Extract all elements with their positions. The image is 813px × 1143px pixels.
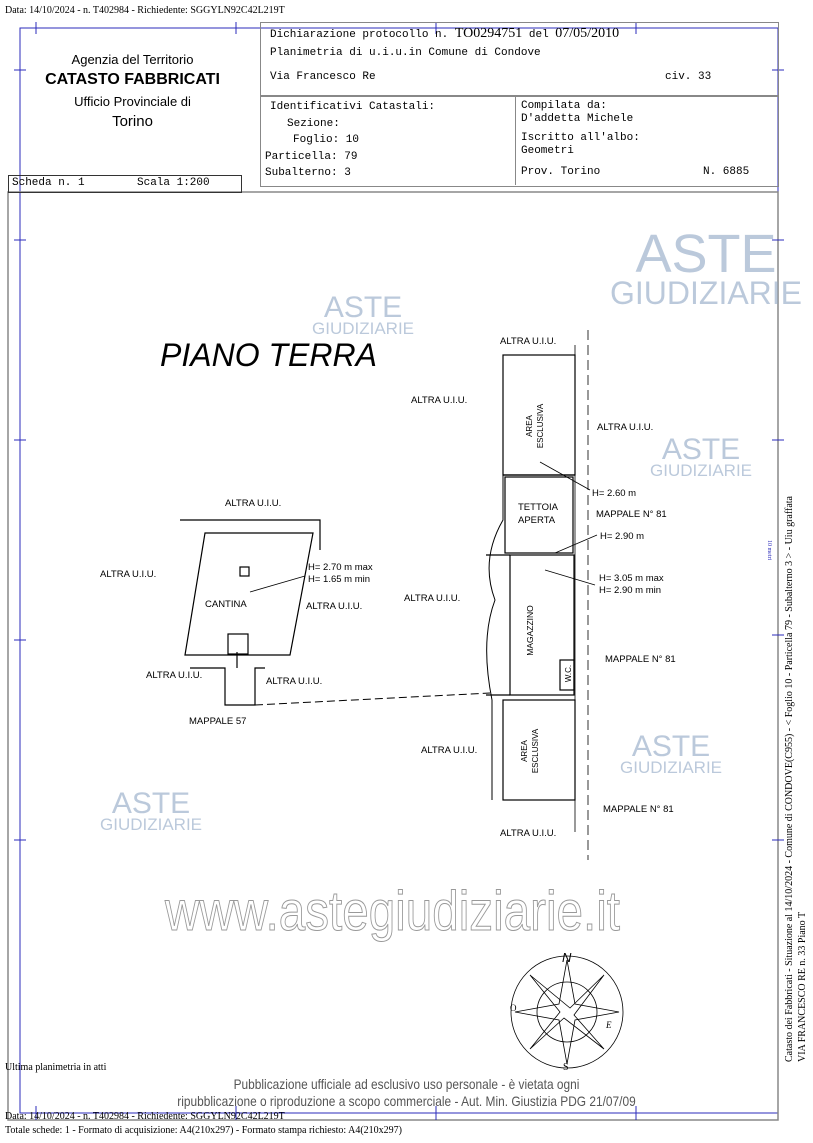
- del-label: del: [528, 29, 549, 41]
- label-area-esclusiva: AREA ESCLUSIVA: [525, 403, 545, 449]
- compass-north: N: [562, 950, 572, 965]
- height-cantina-min: H= 1.65 m min: [308, 574, 371, 585]
- watermark-giudiziarie: GIUDIZIARIE: [312, 319, 415, 338]
- particella: Particella: 79: [265, 151, 358, 163]
- scale-bar-label: 10 metri: [766, 540, 772, 561]
- label-altra-uiu: ALTRA U.I.U.: [146, 670, 203, 681]
- divider: [515, 96, 516, 185]
- office-label: Ufficio Provinciale di: [74, 94, 191, 109]
- iscritto-value: Geometri: [521, 145, 574, 157]
- label-altra-uiu: ALTRA U.I.U.: [266, 676, 323, 687]
- label-mappale-57: MAPPALE 57: [189, 716, 247, 727]
- watermark-notice-1: Pubblicazione ufficiale ad esclusivo uso…: [233, 1076, 580, 1092]
- label-tettoia: TETTOIA: [518, 502, 558, 513]
- catasto-title: CATASTO FABBRICATI: [45, 71, 220, 88]
- scheda-box: [8, 175, 242, 193]
- province: Prov. Torino: [521, 166, 601, 178]
- compass-rose-icon: [510, 955, 624, 1069]
- label-altra-uiu: ALTRA U.I.U.: [225, 498, 282, 509]
- side-info-line-1: Catasto dei Fabbricati - Situazione al 1…: [784, 496, 795, 1062]
- height-tettoia: H= 2.60 m: [592, 488, 637, 499]
- watermark-giudiziarie: GIUDIZIARIE: [100, 815, 203, 834]
- compass-west: O: [510, 1003, 517, 1013]
- compilata-label: Compilata da:: [521, 100, 607, 112]
- height-magazzino-min: H= 2.90 m min: [599, 585, 662, 596]
- identifiers-box: [260, 95, 779, 187]
- label-mappale-81: MAPPALE N° 81: [596, 509, 667, 520]
- protocollo-label: Dichiarazione protocollo n.: [270, 29, 449, 41]
- compilata-name: D'addetta Michele: [521, 113, 634, 125]
- watermark-giudiziarie: GIUDIZIARIE: [620, 758, 723, 777]
- label-wc: W.C.: [564, 664, 574, 683]
- scale: Scala 1:200: [137, 177, 210, 189]
- label-altra-uiu: ALTRA U.I.U.: [404, 593, 461, 604]
- planimetria-text: Planimetria di u.i.u.in Comune di Condov…: [270, 47, 541, 59]
- label-altra-uiu: ALTRA U.I.U.: [100, 569, 157, 580]
- label-magazzino: MAGAZZINO: [524, 605, 535, 656]
- identifiers-label: Identificativi Catastali:: [270, 101, 436, 113]
- label-altra-uiu: ALTRA U.I.U.: [421, 745, 478, 756]
- label-mappale-81: MAPPALE N° 81: [605, 654, 676, 665]
- office-city: Torino: [112, 113, 153, 130]
- floor-title: PIANO TERRA: [160, 337, 377, 373]
- label-altra-uiu: ALTRA U.I.U.: [500, 336, 557, 347]
- watermark-aste: ASTE: [631, 730, 711, 763]
- watermark-aste: ASTE: [323, 291, 403, 324]
- scheda-number: Scheda n. 1: [12, 177, 85, 189]
- civic-number: civ. 33: [665, 71, 712, 83]
- label-area-esclusiva: AREA ESCLUSIVA: [520, 728, 540, 774]
- label-altra-uiu: ALTRA U.I.U.: [597, 422, 654, 433]
- watermark-notice-2: ripubblicazione o riproduzione a scopo c…: [177, 1093, 636, 1109]
- watermark-aste: ASTE: [661, 433, 741, 466]
- registration-number: N. 6885: [703, 166, 750, 178]
- sezione: Sezione:: [287, 118, 340, 130]
- compass-east: E: [606, 1020, 612, 1030]
- label-altra-uiu: ALTRA U.I.U.: [411, 395, 468, 406]
- height-cantina-max: H= 2.70 m max: [308, 562, 373, 573]
- top-request-line: Data: 14/10/2024 - n. T402984 - Richiede…: [5, 5, 285, 16]
- label-cantina: CANTINA: [205, 599, 247, 610]
- footer-format-line: Totale schede: 1 - Formato di acquisizio…: [5, 1125, 402, 1136]
- label-mappale-81: MAPPALE N° 81: [603, 804, 674, 815]
- protocollo-date: 07/05/2010: [555, 26, 620, 41]
- iscritto-label: Iscritto all'albo:: [521, 132, 640, 144]
- compass-south: S: [563, 1062, 569, 1073]
- declaration-box: [260, 22, 779, 97]
- label-altra-uiu: ALTRA U.I.U.: [500, 828, 557, 839]
- label-aperta: APERTA: [518, 515, 556, 526]
- protocollo-number: TO0294751: [454, 26, 523, 41]
- watermark-website: www.astegiudiziarie.it: [165, 879, 621, 942]
- agency-name: Agenzia del Territorio: [71, 52, 194, 67]
- height-magazzino-max: H= 3.05 m max: [599, 573, 664, 584]
- subalterno: Subalterno: 3: [265, 167, 351, 179]
- last-plan-note: Ultima planimetria in atti: [5, 1062, 107, 1073]
- height-passage: H= 2.90 m: [600, 531, 645, 542]
- watermark-giudiziarie: GIUDIZIARIE: [610, 274, 803, 311]
- footer-request-line: Data: 14/10/2024 - n. T402984 - Richiede…: [5, 1111, 285, 1122]
- label-altra-uiu: ALTRA U.I.U.: [306, 601, 363, 612]
- side-info-line-2: VIA FRANCESCO RE n. 33 Piano T: [797, 911, 808, 1062]
- watermark-giudiziarie: GIUDIZIARIE: [650, 461, 753, 480]
- address: Via Francesco Re: [270, 71, 376, 83]
- watermark-aste: ASTE: [635, 224, 777, 284]
- watermark-aste: ASTE: [111, 787, 191, 820]
- foglio: Foglio: 10: [293, 134, 360, 146]
